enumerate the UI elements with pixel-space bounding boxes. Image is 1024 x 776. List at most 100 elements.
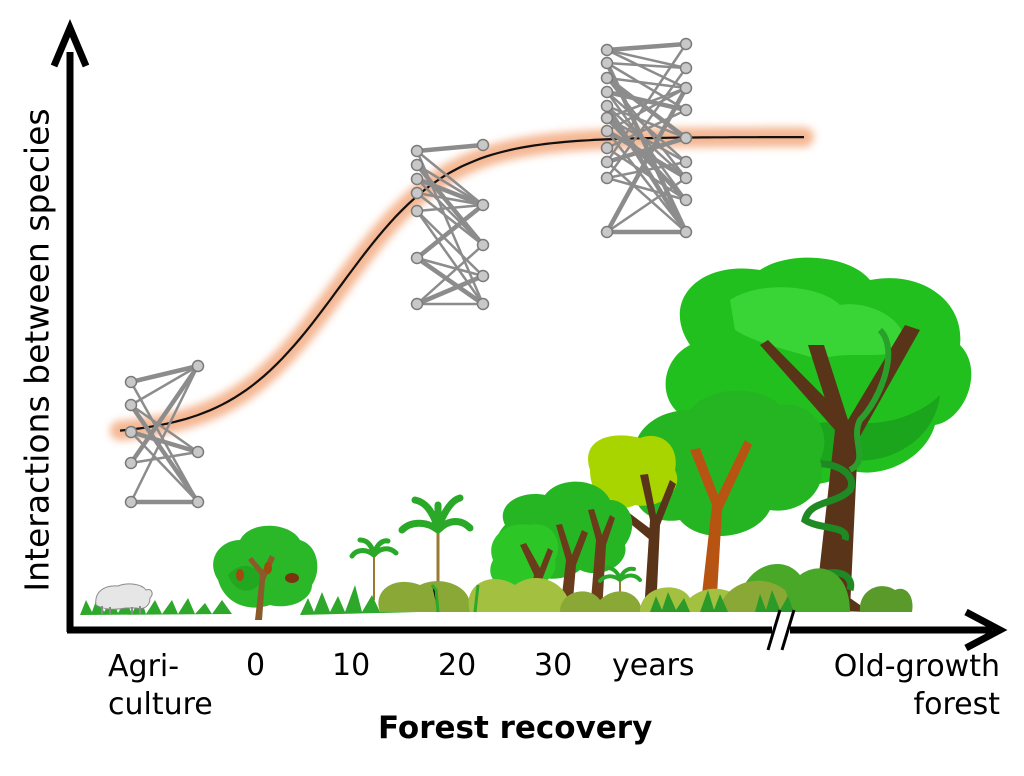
network-link — [129, 403, 200, 504]
network-link — [606, 176, 687, 202]
axis-break-mark — [766, 609, 782, 651]
tick-10: 10 — [332, 648, 371, 683]
network-link — [606, 86, 687, 120]
network-link — [416, 178, 484, 246]
axis-break-mark — [780, 609, 796, 651]
species-node — [600, 85, 614, 99]
network-link — [416, 210, 484, 277]
species-node — [410, 251, 424, 265]
network-link — [130, 363, 199, 385]
network-link — [416, 191, 484, 207]
species-node — [410, 186, 424, 200]
species-node — [679, 81, 693, 95]
species-node — [124, 398, 138, 412]
network-link — [416, 176, 484, 208]
species-node — [124, 495, 138, 509]
species-node — [679, 37, 693, 51]
species-node — [124, 425, 138, 439]
tick-old-growth-line1: Old-growth — [833, 649, 1000, 684]
x-axis-arrowhead — [964, 608, 1008, 652]
species-node — [191, 445, 205, 459]
species-networks — [124, 37, 693, 509]
network-link — [416, 192, 484, 246]
tick-agriculture-line1: Agri- — [108, 649, 180, 684]
network-link — [606, 161, 687, 233]
axes — [50, 18, 1008, 652]
network-link — [416, 244, 484, 305]
network-link — [130, 450, 199, 465]
network-link — [129, 364, 200, 465]
species-node — [124, 456, 138, 470]
species-node — [600, 111, 614, 125]
species-node — [600, 225, 614, 239]
species-node — [410, 297, 424, 311]
species-node — [476, 269, 490, 283]
tick-30: 30 — [534, 648, 573, 683]
network-link — [130, 429, 199, 455]
tick-agriculture-line2: culture — [108, 687, 213, 722]
young-trees — [490, 481, 633, 612]
species-node — [679, 103, 693, 117]
network-link — [606, 105, 687, 179]
network-link — [416, 150, 484, 206]
network-link — [130, 403, 199, 454]
network-link — [606, 61, 687, 112]
network-link — [606, 176, 687, 234]
species-node — [679, 131, 693, 145]
tick-years: years — [612, 648, 695, 683]
species-node — [410, 158, 424, 172]
tick-agriculture: Agri- culture — [108, 648, 213, 724]
species-node — [191, 495, 205, 509]
species-node — [600, 124, 614, 138]
tick-old-growth-line2: forest — [913, 687, 1000, 722]
network-link — [416, 203, 484, 213]
network-link — [606, 48, 687, 90]
y-axis-label: Interactions between species — [17, 108, 57, 592]
species-node — [600, 99, 614, 113]
tick-old-growth-forest: Old-growth forest — [790, 648, 1000, 724]
network-link — [605, 67, 688, 179]
species-node — [600, 141, 614, 155]
species-node — [600, 155, 614, 169]
network-link — [605, 86, 688, 234]
network-link — [415, 163, 485, 247]
species-node — [600, 171, 614, 185]
ground-cover — [80, 564, 913, 615]
network-link — [129, 365, 200, 503]
species-node — [679, 61, 693, 75]
network-link — [415, 210, 485, 305]
species-node — [410, 172, 424, 186]
network-link — [605, 129, 688, 180]
x-axis-label: Forest recovery — [378, 710, 653, 746]
network-link — [605, 104, 688, 234]
tick-0: 0 — [246, 648, 266, 683]
species-node — [600, 71, 614, 85]
species-node — [476, 238, 490, 252]
species-node — [679, 193, 693, 207]
species-node — [476, 198, 490, 212]
mid-tree-right — [633, 390, 825, 612]
species-node — [600, 43, 614, 57]
species-node — [191, 359, 205, 373]
network-link — [606, 41, 687, 53]
network-agriculture — [124, 359, 205, 509]
y-axis-arrowhead — [50, 18, 90, 68]
network-link — [416, 142, 484, 154]
network-link — [606, 61, 687, 70]
network-link — [130, 431, 199, 503]
network-link — [604, 62, 689, 233]
network-link — [415, 203, 485, 260]
species-node — [410, 204, 424, 218]
network-link — [130, 364, 199, 407]
early-shrub — [213, 525, 318, 620]
network-year-20 — [410, 138, 490, 311]
network-link — [416, 273, 484, 307]
species-node — [410, 144, 424, 158]
species-node — [476, 138, 490, 152]
network-link — [415, 256, 485, 306]
vegetation — [80, 257, 972, 620]
cow-illustration — [95, 583, 153, 614]
tick-20: 20 — [438, 648, 477, 683]
